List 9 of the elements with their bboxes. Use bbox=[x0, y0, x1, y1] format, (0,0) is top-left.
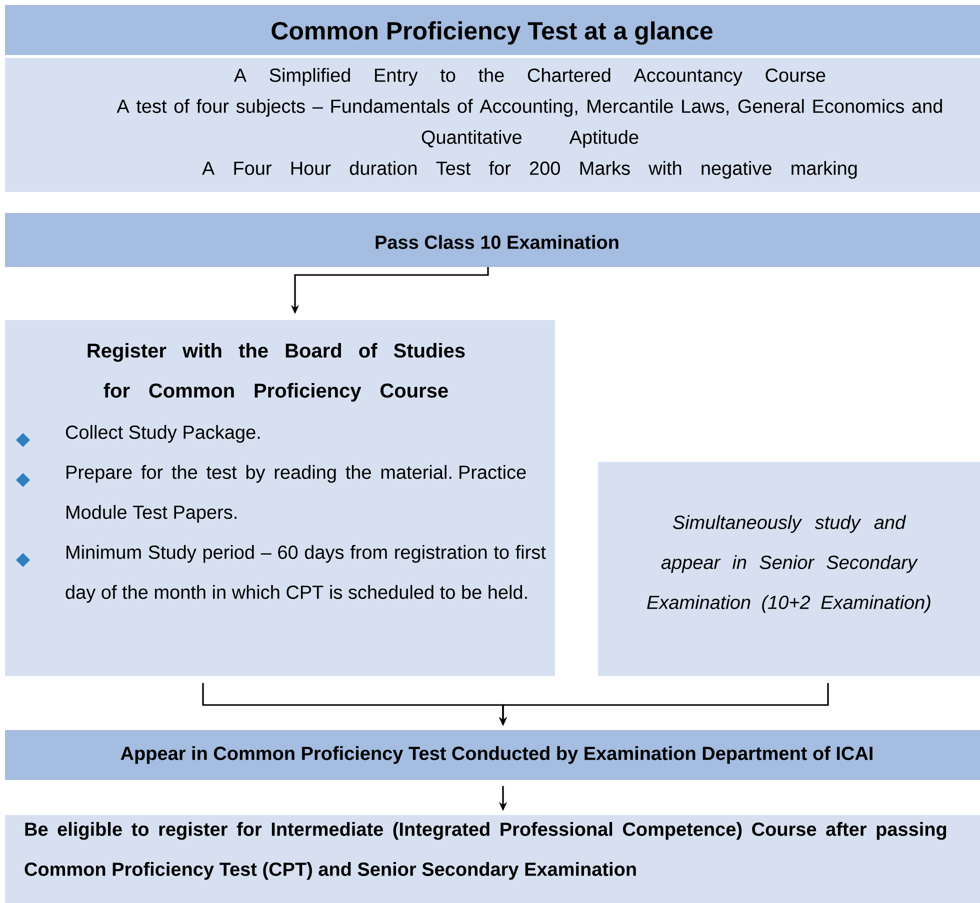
node-label: Common Proficiency Test at a glance bbox=[272, 21, 712, 45]
node-label: Collect Study Package. bbox=[66, 425, 260, 443]
node-label: Minimum Study period – 60 days from registration to first day of the month in which CPT is scheduled to be held. bbox=[66, 545, 546, 603]
step-box: Simultaneously study and appear in Senior Secondary Examination (10+2 Examination) bbox=[598, 462, 980, 676]
step-box: Pass Class 10 Examination bbox=[5, 213, 980, 267]
node-label: Prepare for the test by reading the material. Practice Module Test Papers. bbox=[66, 465, 526, 523]
header-box: Common Proficiency Test at a glance A Simplified Entry to the Chartered Accountancy Course A test of four subjects – Fundamentals of Accounting, Mercantile Laws, General Economics and Quantitative Aptitude A Four Hour duration Test for 200 Marks with negative marking bbox=[5, 5, 980, 192]
step-box: Be eligible to register for Intermediate (Integrated Professional Competence) Course after passing Common Proficiency Test (CPT) and Senior Secondary Examination bbox=[5, 815, 980, 903]
step-box: Appear in Common Proficiency Test Conducted by Examination Department of ICAI bbox=[5, 730, 980, 780]
